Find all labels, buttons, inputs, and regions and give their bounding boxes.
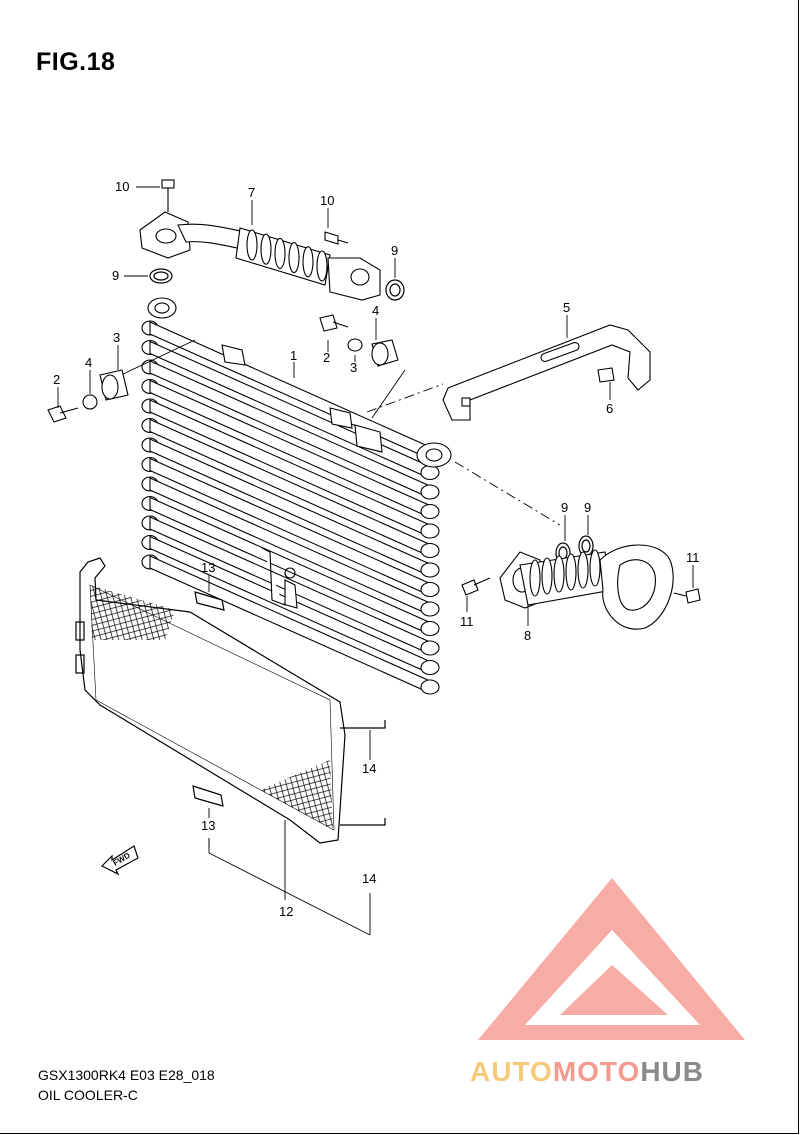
- callout-4a: 4: [372, 303, 379, 318]
- tube-end-right: [420, 679, 440, 695]
- callout-leaders: [57, 186, 694, 818]
- model-code: GSX1300RK4 E03 E28_018: [38, 1067, 215, 1083]
- hose-band: [589, 549, 601, 587]
- callout-10b: 10: [320, 193, 334, 208]
- callout-4b: 3: [113, 330, 120, 345]
- brand-part-1: AUTO: [470, 1056, 553, 1087]
- hose-band: [302, 246, 314, 278]
- callout-11a: 11: [686, 550, 700, 565]
- tube-end-right: [420, 523, 440, 539]
- hose-band: [288, 242, 300, 274]
- callout-7: 7: [248, 185, 255, 200]
- callout-9d: 9: [584, 500, 591, 515]
- leader-lines: [120, 339, 561, 936]
- watermark-logo-icon: [478, 878, 745, 1040]
- cooler-screen: [75, 557, 386, 844]
- callout-3b: 3: [350, 360, 357, 375]
- watermark-brand: AUTOMOTOHUB: [470, 1056, 704, 1088]
- tube-end-right: [420, 659, 440, 676]
- callout-10a: 10: [115, 179, 129, 194]
- forward-arrow-icon: FWD: [100, 845, 139, 876]
- callout-3a: 4: [85, 355, 92, 370]
- callout-9b: 9: [112, 268, 119, 283]
- hose-band: [246, 229, 258, 261]
- tube-end-right: [420, 640, 440, 656]
- tube-end-right: [420, 503, 440, 520]
- tube-end-right: [420, 562, 440, 578]
- callout-9c: 9: [561, 500, 568, 515]
- callout-2b: 2: [53, 372, 60, 387]
- callout-5: 5: [563, 300, 570, 315]
- cooler-bracket: [442, 324, 651, 421]
- callout-14a: 14: [362, 761, 376, 776]
- brand-part-2: MOTO: [552, 1056, 641, 1087]
- callout-1: 1: [290, 348, 297, 363]
- tube-end-right: [420, 601, 440, 617]
- hose-band: [274, 237, 286, 269]
- tube-end-right: [420, 581, 440, 598]
- callout-9a: 9: [391, 243, 398, 258]
- tube-end-right: [420, 484, 440, 500]
- callout-8: 8: [524, 628, 531, 643]
- figure-title: FIG.18: [36, 48, 116, 76]
- hose-band: [260, 233, 272, 265]
- callout-14b: 14: [362, 871, 376, 886]
- callout-2a: 2: [323, 350, 330, 365]
- callout-numbers: 10 7 10 9 9 5 1 4 2 3 4 3 2 6 9 9 11 11 …: [53, 179, 700, 919]
- callout-6: 6: [606, 401, 613, 416]
- callout-13b: 13: [201, 818, 215, 833]
- tube-end-right: [420, 464, 440, 481]
- assembly-name: OIL COOLER-C: [38, 1087, 138, 1103]
- hose-band: [529, 559, 541, 597]
- hose-band: [565, 553, 577, 591]
- hose-band: [577, 551, 589, 589]
- lower-oil-hose: [461, 544, 701, 630]
- callout-12: 12: [279, 904, 293, 919]
- hose-band: [541, 557, 553, 595]
- tube-end-right: [420, 542, 440, 559]
- brand-part-3: HUB: [640, 1056, 704, 1087]
- hose-band: [553, 555, 565, 593]
- hose-band: [316, 250, 328, 282]
- upper-oil-hose: [139, 179, 381, 301]
- oil-cooler-core: [141, 297, 452, 695]
- tube-end-right: [420, 620, 440, 637]
- callout-13a: 13: [201, 560, 215, 575]
- mounting-hardware: [47, 314, 399, 423]
- callout-11b: 11: [460, 614, 474, 629]
